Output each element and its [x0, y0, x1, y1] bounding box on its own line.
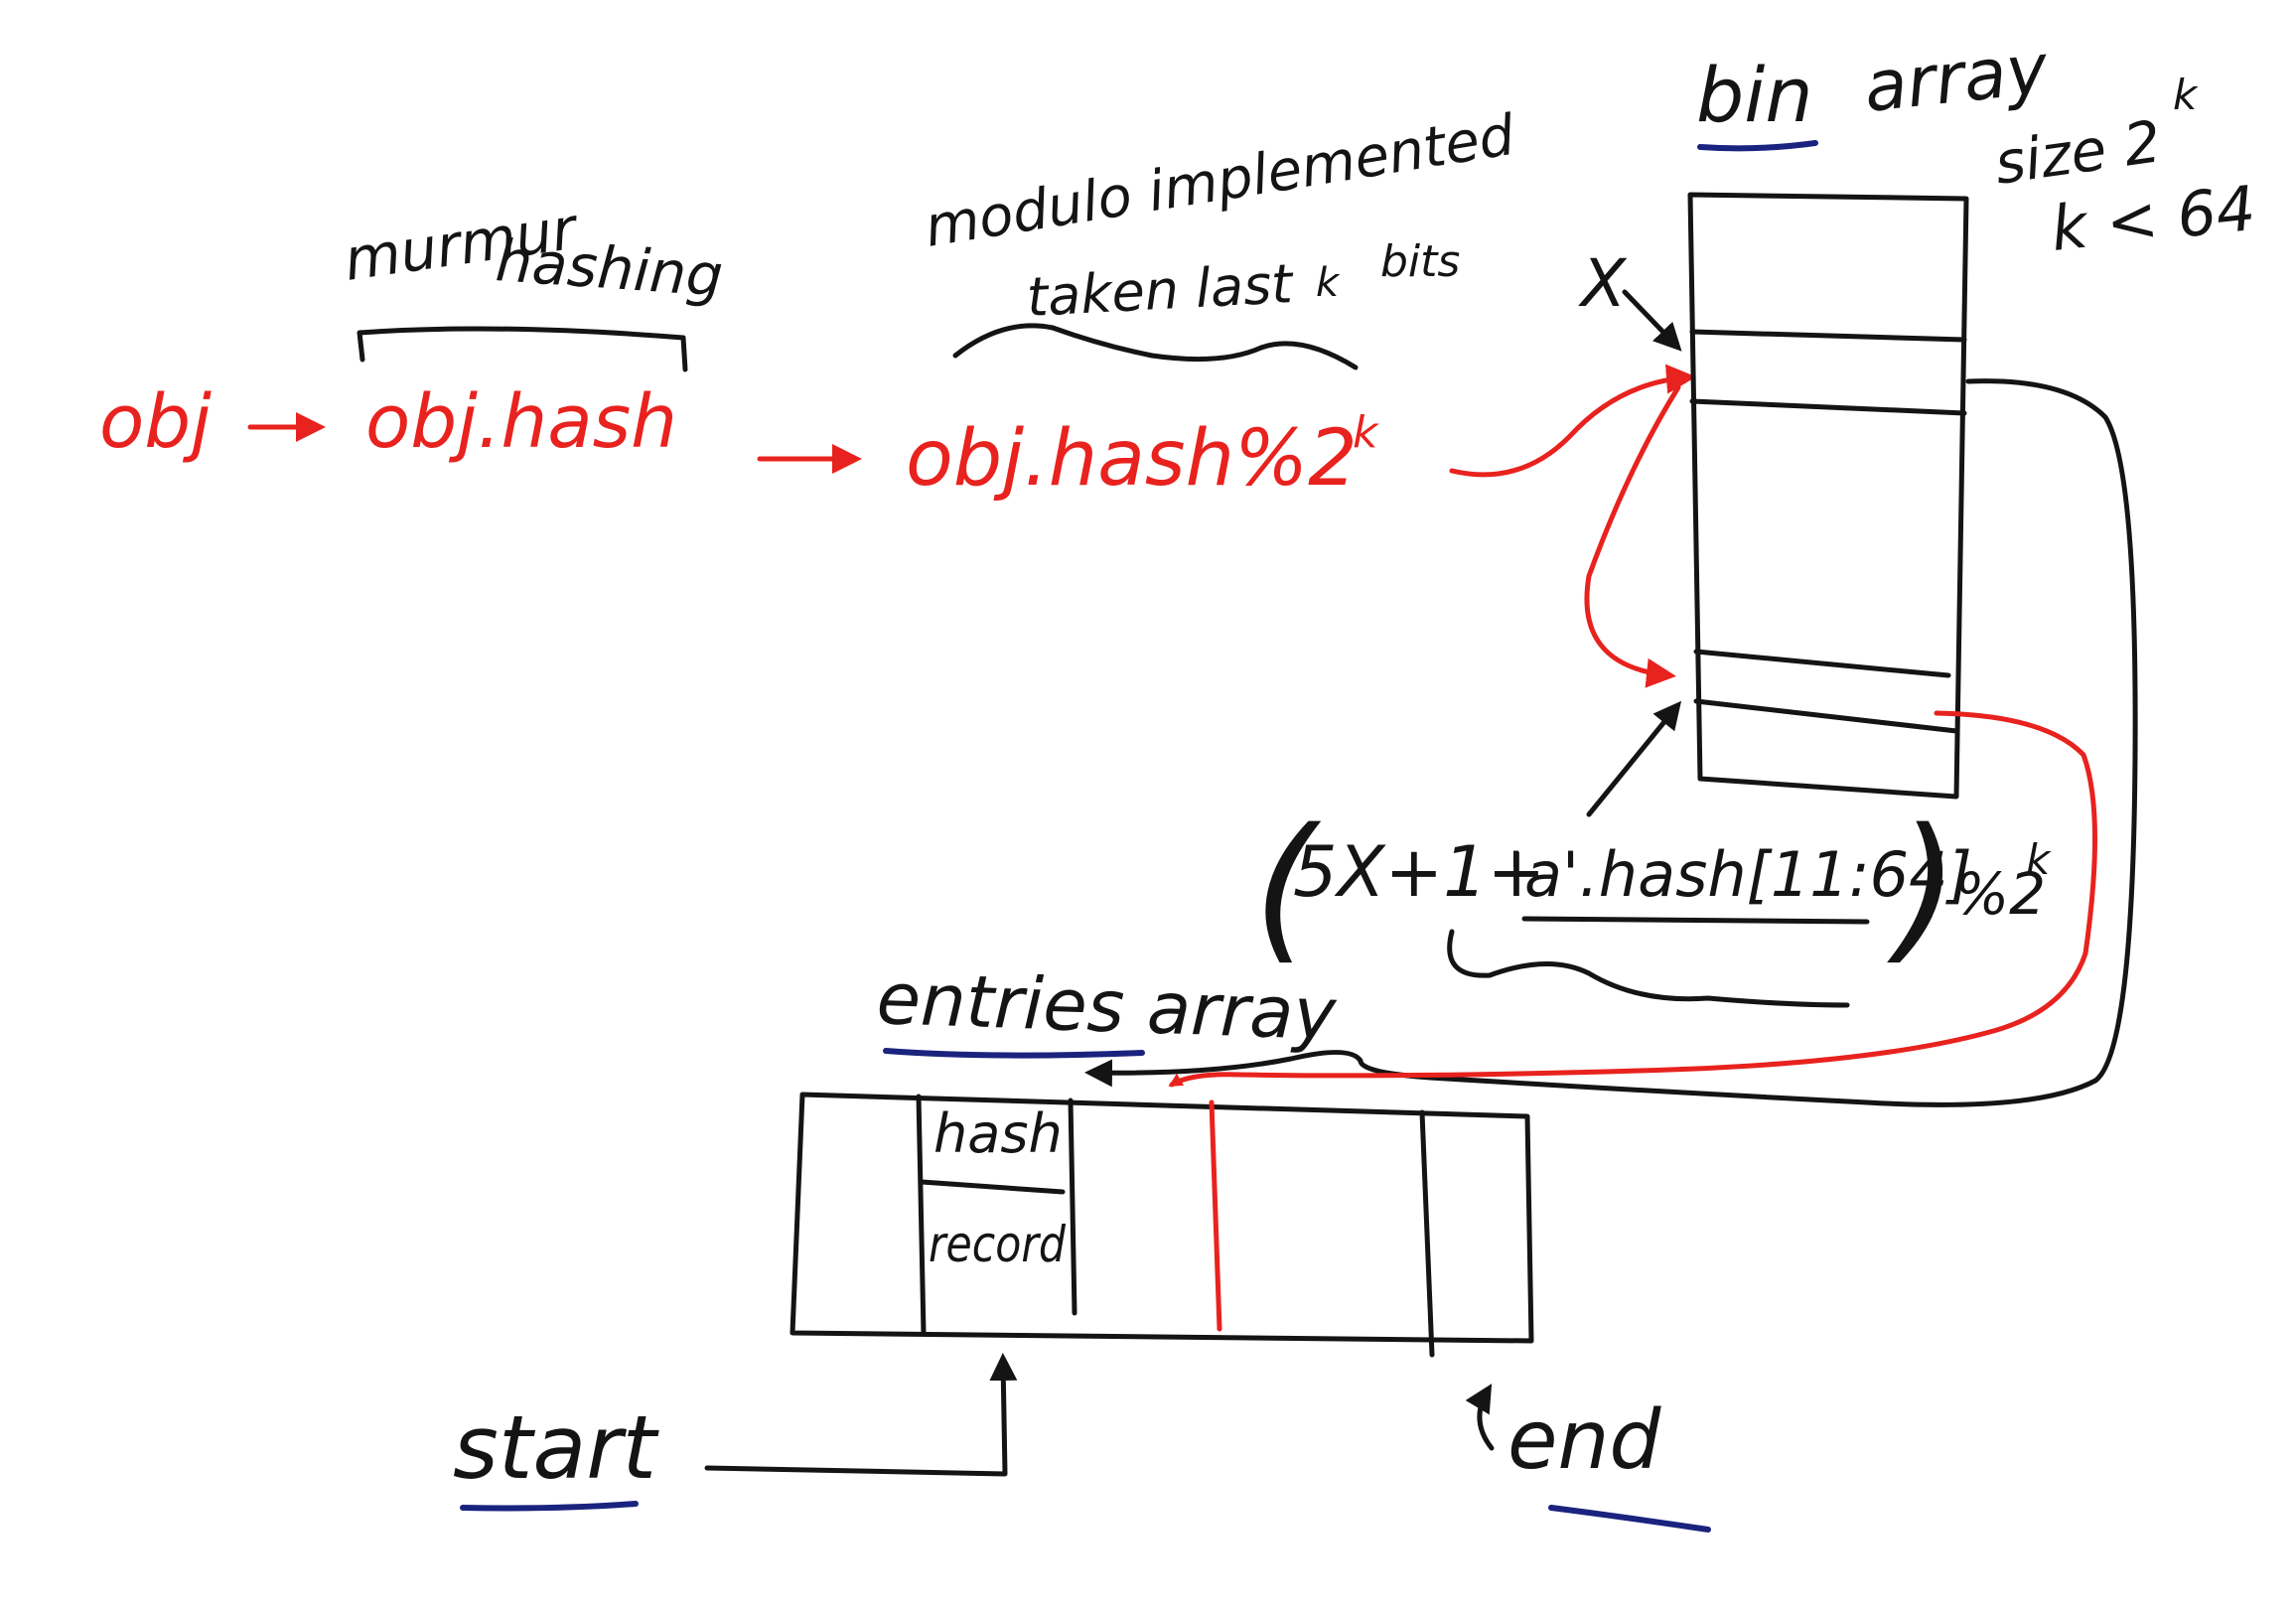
- bin-x-label: X: [1578, 245, 1628, 322]
- entries-array-box: [789, 1092, 1534, 1344]
- obj-text: obj: [99, 379, 212, 465]
- bin-to-entries-red: [1168, 710, 2098, 1088]
- entries-divider-red: [1209, 1099, 1222, 1332]
- murmur-label-line2: hashing: [494, 226, 725, 310]
- probe-mod-exp: k: [2026, 835, 2052, 884]
- end-underline: [1548, 1505, 1711, 1533]
- entries-divider-2: [1068, 1097, 1077, 1316]
- connectors: [1084, 378, 2138, 1107]
- probe-close-paren: ): [1887, 794, 1958, 979]
- bin-array-title-bin: bin: [1696, 51, 1813, 139]
- obj-hash-mod-text: obj.hash%2: [906, 414, 1358, 504]
- probe-term-underline: [1521, 916, 1870, 925]
- bin-underline: [1697, 140, 1818, 152]
- bin-slot-top-line2: [1689, 398, 1967, 416]
- bin-slot-low-line2: [1693, 698, 1959, 734]
- hash-pipeline: murmur hashing obj obj.hash obj.hash%2 k…: [99, 103, 1696, 504]
- start-label: start: [453, 1396, 659, 1499]
- bin-array-size-exp: k: [2173, 71, 2199, 119]
- probe-squiggle: [1447, 929, 1850, 1008]
- end-label: end: [1507, 1393, 1661, 1488]
- bin-slot-top-line1: [1689, 329, 1967, 343]
- probe-formula: ( 5X+1+ 'a'.hash[11:64] ) %2 k: [1253, 794, 2052, 1008]
- probe-red-curve: [1584, 384, 1681, 688]
- entries-underline: [883, 1048, 1145, 1059]
- murmur-bracket: [357, 326, 688, 372]
- bin-array-title-array: array: [1860, 28, 2053, 128]
- obj-hash-mod-exp: k: [1353, 407, 1379, 458]
- modulo-squiggle: [952, 323, 1359, 370]
- obj-hash-text: obj.hash: [365, 379, 677, 465]
- probe-formula-term: 'a'.hash[11:64]: [1507, 838, 1972, 911]
- start-underline: [460, 1501, 639, 1512]
- entries-divider-end: [1419, 1109, 1435, 1358]
- x-to-slot-arrow: [1622, 289, 1682, 352]
- modulo-label-k: k: [1316, 260, 1341, 306]
- bin-slot-low-line1: [1693, 649, 1951, 678]
- entries-divider-1: [916, 1094, 927, 1336]
- probe-mod: %2: [1954, 860, 2046, 928]
- entries-hash-label: hash: [933, 1102, 1063, 1165]
- formula-to-slot-arrow: [1586, 700, 1682, 817]
- modulo-label-line2: taken last: [1025, 252, 1295, 329]
- pointers: start end: [453, 1353, 1711, 1533]
- bin-to-entries-black: [1084, 378, 2138, 1107]
- entries-array-group: entries array hash record: [789, 956, 1534, 1358]
- start-arrow: [704, 1353, 1018, 1477]
- end-arrow: [1465, 1384, 1495, 1451]
- mod-to-bin-arrow: [1449, 364, 1696, 478]
- bin-array-group: bin array size 2 k k < 64 X: [1578, 28, 2259, 817]
- modulo-label-bits: bits: [1380, 236, 1460, 287]
- entries-record-label: record: [929, 1216, 1066, 1273]
- entries-array-title: entries array: [875, 956, 1339, 1056]
- probe-open-paren: (: [1253, 794, 1322, 979]
- bin-array-box: [1687, 192, 1969, 800]
- probe-formula-prefix: 5X+1+: [1293, 831, 1545, 913]
- entries-hash-record-divider: [919, 1179, 1066, 1195]
